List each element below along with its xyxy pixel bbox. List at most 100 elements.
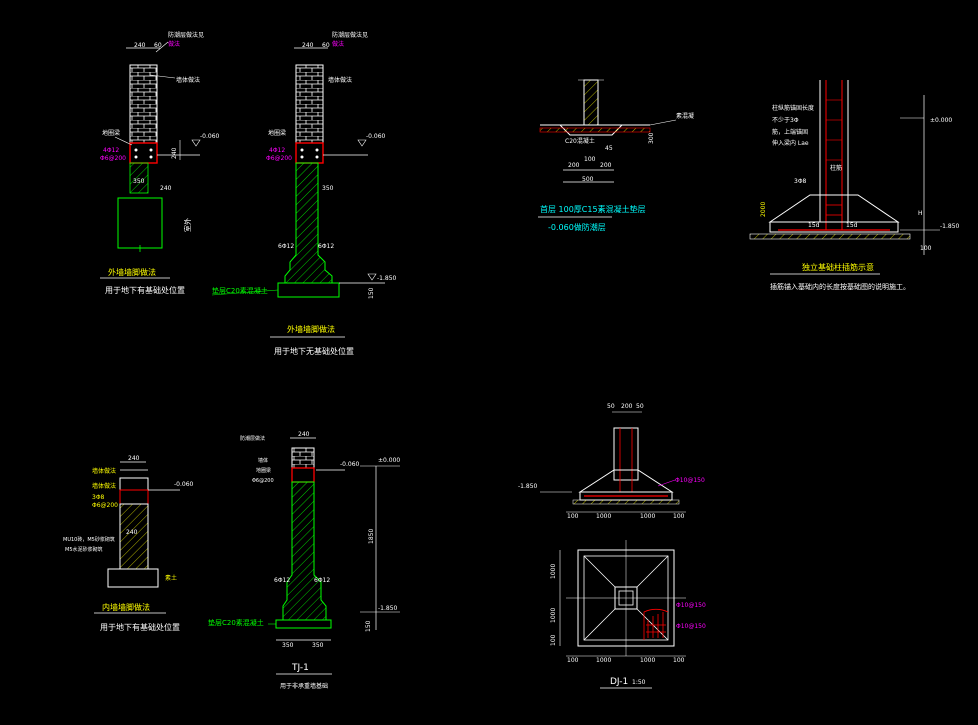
d3-dim-a: 200 (568, 162, 580, 169)
d5-callout-1: 墙体做法 (92, 467, 116, 475)
d2-rebar-r: 6Φ12 (318, 243, 334, 250)
d7-dim-b: 200 (621, 403, 633, 410)
d1-subtitle: 用于地下有基础处位置 (105, 285, 185, 295)
d4-title: 独立基础柱插筋示意 (802, 262, 874, 272)
d4-level-top: ±0.000 (930, 117, 952, 124)
d1-note-top: 防潮层做法见 (168, 31, 204, 39)
d3-note-1: 首层 100厚C15素混凝土垫层 (540, 204, 646, 214)
d2-cushion (277, 282, 340, 298)
d2-concrete-label: 垫层C20素混凝土 (212, 286, 268, 295)
d7-dim-s1: 100 (567, 513, 579, 520)
d5-level: -0.060 (174, 481, 194, 488)
detail-2-exterior-wall-without-foundation: 240 60 防潮层做法见 做法 墙体做法 地圈梁 4Φ12 Φ6@200 -0… (211, 31, 397, 356)
d2-level-bottom: -1.850 (377, 275, 397, 282)
d7-title: DJ-1 (610, 677, 628, 687)
d7-dim-s2: 1000 (596, 513, 611, 520)
d4-label-3: 3Φ8 (794, 178, 807, 185)
d1-dim-base: 350 (133, 178, 145, 185)
detail-3-floor-section: C20混凝土 300 素混凝 45 200 100 200 500 首层 100… (538, 79, 694, 232)
d1-rebar-2: Φ6@200 (100, 155, 126, 162)
d6-level-bottom: -1.850 (378, 605, 398, 612)
d6-callout-3: 地圈梁 (256, 467, 271, 474)
d7-dim-p4: 100 (673, 657, 685, 664)
d4-note-d: 伸入梁内 Lae (772, 139, 809, 147)
d2-rebar-2: Φ6@200 (266, 155, 292, 162)
d6-dim-h: 150 (365, 620, 372, 632)
d5-callout-4: Φ6@200 (92, 502, 118, 509)
d5-wall (119, 503, 149, 570)
d6-rebar-r: 6Φ12 (314, 577, 330, 584)
d2-level: -0.060 (366, 133, 386, 140)
d7-dim-p3: 1000 (640, 657, 655, 664)
d6-dim-r: 350 (312, 642, 324, 649)
d7-level: -1.850 (518, 483, 538, 490)
d3-dim-angle: 45 (605, 145, 613, 152)
d4-dim-bottom: 100 (920, 245, 932, 252)
d5-dim-top: 240 (128, 455, 140, 462)
d6-callout-2: 墙体 (258, 457, 268, 464)
d4-label-bar: 柱筋 (830, 164, 842, 172)
d7-dim-p2: 1000 (596, 657, 611, 664)
d5-dim-mid: 240 (126, 529, 138, 536)
d6-foundation (282, 481, 327, 621)
detail-6-tj1-strip-foundation: 240 防潮层做法 墙体 地圈梁 Φ6@200 -0.060 ±0.000 18… (208, 431, 400, 690)
d5-title: 内墙墙脚做法 (102, 602, 150, 612)
d7-dim-v3: 100 (550, 634, 557, 646)
d2-foundation-wall (284, 162, 333, 284)
d7-title-small: 1:50 (632, 679, 646, 686)
d2-subtitle: 用于地下无基础处位置 (274, 346, 354, 356)
d7-dim-a: 50 (607, 403, 615, 410)
d1-level: -0.060 (200, 133, 220, 140)
d4-15d-r: 15d (846, 222, 858, 229)
d2-dim-h: 150 (368, 287, 375, 299)
d1-note-pink: 做法 (168, 40, 180, 48)
d7-dim-v2: 1000 (550, 608, 557, 623)
detail-7-dj1-isolated-footing: 50 200 50 -1.850 Φ10@150 100 1000 1000 1… (518, 403, 706, 689)
d6-rebar-l: 6Φ12 (274, 577, 290, 584)
d2-dim-top: 240 (302, 42, 314, 49)
d1-dim-base2: 240 (160, 185, 172, 192)
d3-callout: 素混凝 (676, 112, 694, 120)
d2-callout-wall: 墙体做法 (328, 76, 352, 84)
d4-dim-side: 2000 (760, 202, 767, 217)
d5-label-r: 素土 (165, 574, 177, 582)
d4-15d-l: 15d (808, 222, 820, 229)
d4-level-bottom: -1.850 (940, 223, 960, 230)
d6-callout-1: 防潮层做法 (240, 435, 265, 442)
d1-footing (117, 197, 163, 249)
d5-callout-2: 墙体做法 (92, 482, 116, 490)
d1-dim-top: 240 (134, 42, 146, 49)
d4-note-c: 筋，上端锚固 (772, 128, 808, 136)
d6-dim-top: 240 (298, 431, 310, 438)
d1-ring-beam (129, 142, 158, 164)
d1-brick-wall (129, 64, 158, 144)
d6-dim-height: 1850 (368, 529, 375, 544)
d7-rebar-label: Φ10@150 (675, 477, 705, 484)
d6-concrete-label: 垫层C20素混凝土 (208, 618, 264, 627)
d3-dim-r: 300 (648, 132, 655, 144)
d5-note-l1: MU10砖，M5砂浆砌筑 (63, 536, 115, 543)
d6-title: TJ-1 (291, 663, 309, 673)
detail-5-interior-wall: 240 240 墙体做法 墙体做法 3Φ8 Φ6@200 -0.060 MU10… (63, 455, 194, 632)
d2-dim-top-small: 60 (322, 42, 330, 49)
d2-callout-ring: 地圈梁 (268, 129, 286, 137)
d6-subtitle: 用于非承重墙基础 (280, 682, 328, 690)
d2-title: 外墙墙脚做法 (287, 324, 335, 334)
d3-concrete: C20混凝土 (565, 137, 595, 145)
d5-callout-3: 3Φ8 (92, 494, 105, 501)
d1-title: 外墙墙脚做法 (108, 267, 156, 277)
d7-dim-s3: 1000 (640, 513, 655, 520)
d7-dim-s4: 100 (673, 513, 685, 520)
d6-level-top: ±0.000 (378, 457, 400, 464)
d2-ring-beam (295, 142, 324, 164)
d7-dim-v1: 1000 (550, 564, 557, 579)
d2-note-pink: 做法 (332, 40, 344, 48)
d1-callout-ring: 地圈梁 (102, 129, 120, 137)
d4-note-a: 柱纵筋锚固长度 (772, 104, 814, 112)
d2-rebar-l: 6Φ12 (278, 243, 294, 250)
d3-dim-c: 200 (600, 162, 612, 169)
d2-rebar-1: 4Φ12 (269, 147, 285, 154)
d3-dim-b: 100 (584, 156, 596, 163)
